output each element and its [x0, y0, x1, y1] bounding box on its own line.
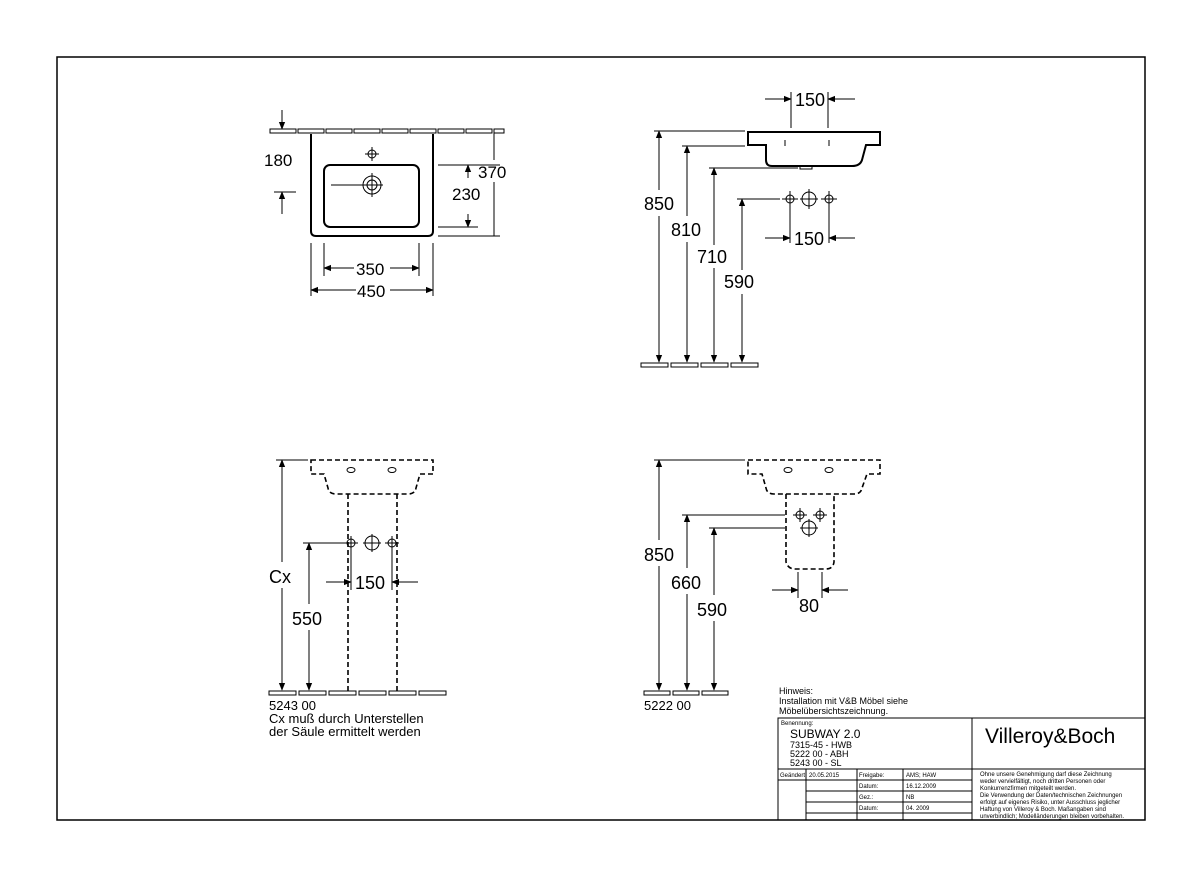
product-item-2: 5222 00 - ABH — [790, 749, 849, 759]
dim-660: 660 — [671, 573, 701, 593]
dim-550: 550 — [292, 609, 322, 629]
benennung-label: Benennung: — [781, 721, 814, 727]
hint-line-3: Möbelübersichtszeichnung. — [779, 706, 888, 716]
floor-strip — [640, 362, 759, 368]
dim-150-pedestal: 150 — [355, 573, 385, 593]
basin-bowl — [323, 164, 420, 228]
dim-350: 350 — [356, 260, 384, 279]
hint-line-2: Installation mit V&B Möbel siehe — [779, 696, 908, 706]
basin-outline — [310, 134, 434, 237]
floor-strip — [268, 690, 447, 696]
product-item-1: 7315-45 - HWB — [790, 740, 852, 750]
disclaimer-line: Ohne unsere Genehmigung darf diese Zeich… — [980, 772, 1112, 778]
hint-note: Hinweis: Installation mit V&B Möbel sieh… — [779, 686, 908, 716]
pedestal-code: 5243 00 — [269, 698, 316, 713]
dim-150-top: 150 — [795, 90, 825, 110]
freigabe-label: Freigabe: — [859, 773, 885, 779]
dim-590: 590 — [697, 600, 727, 620]
sheet-border — [56, 56, 1146, 821]
semi-pedestal-code: 5222 00 — [644, 698, 691, 713]
dim-850: 850 — [644, 194, 674, 214]
semi-pedestal-dashed — [785, 494, 835, 570]
wall-strip — [269, 128, 505, 134]
plan-view: 180 230 370 350 450 — [264, 110, 506, 301]
basin-profile — [747, 131, 881, 167]
geaendert-label: Geändert: — [780, 773, 807, 779]
dim-810: 810 — [671, 220, 701, 240]
dim-180: 180 — [264, 151, 292, 170]
dim-230: 230 — [452, 185, 480, 204]
brand-logo-text: Villeroy&Boch — [985, 725, 1115, 748]
dim-710: 710 — [697, 247, 727, 267]
dim-80: 80 — [799, 596, 819, 616]
basin-dashed-outline — [310, 459, 434, 495]
disclaimer-line: erfolgt auf eigenes Risiko, unter Aussch… — [980, 800, 1120, 806]
pedestal-front-view: Cx 550 150 5243 00 Cx muß durch Unterste… — [268, 459, 447, 739]
semi-pedestal-view: 850 660 590 80 5222 00 — [643, 459, 881, 713]
disclaimer-line: unverbindlich; Modelländerungen bleiben … — [980, 814, 1124, 820]
pedestal-dashed — [347, 494, 398, 693]
freigabe-value: AMS; HAW — [906, 773, 936, 779]
title-block: Benennung: SUBWAY 2.0 7315-45 - HWB 5222… — [777, 717, 1146, 821]
dim-450: 450 — [357, 282, 385, 301]
product-title: SUBWAY 2.0 — [790, 727, 861, 741]
hint-line-1: Hinweis: — [779, 686, 813, 696]
product-item-3: 5243 00 - SL — [790, 758, 842, 768]
basin-dashed-outline — [747, 459, 881, 495]
pedestal-note-1: Cx muß durch Unterstellen — [269, 711, 424, 726]
disclaimer-line: Die Verwendung der Daten/technischen Zei… — [980, 793, 1122, 799]
dim-cx: Cx — [269, 567, 291, 587]
datum-value: 16.12.2009 — [906, 784, 937, 790]
floor-strip — [643, 690, 729, 696]
datum2-value: 04. 2009 — [906, 806, 930, 812]
dim-150-bottom: 150 — [794, 229, 824, 249]
datum2-label: Datum: — [859, 806, 879, 812]
datum-label: Datum: — [859, 784, 879, 790]
dim-370: 370 — [478, 163, 506, 182]
disclaimer-line: Haftung von Villeroy & Boch. Maßangaben … — [980, 807, 1106, 813]
disclaimer-line: Konkurrenzfirmen mitgeteilt werden. — [980, 786, 1076, 792]
gez-value: NB — [906, 795, 914, 801]
side-elevation: 150 850 810 710 590 150 — [640, 90, 881, 368]
geaendert-value: 20.05.2015 — [809, 773, 840, 779]
pedestal-note-2: der Säule ermittelt werden — [269, 724, 421, 739]
disclaimer-line: weder vervielfältigt, noch dritten Perso… — [979, 779, 1105, 785]
dim-590: 590 — [724, 272, 754, 292]
gez-label: Gez.: — [859, 795, 874, 801]
dim-850: 850 — [644, 545, 674, 565]
